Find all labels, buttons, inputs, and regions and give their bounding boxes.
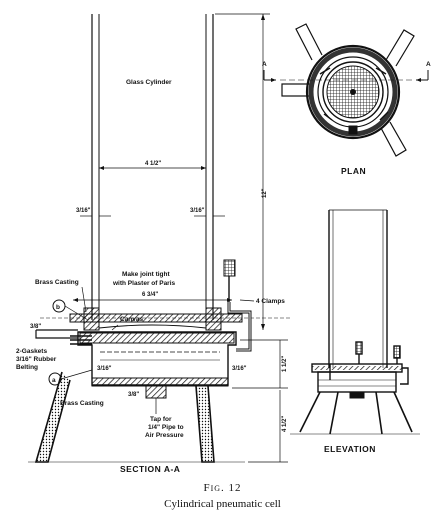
elevation-legs [290, 391, 420, 435]
elevation-view-title: ELEVATION [324, 444, 376, 454]
elevation-clamps [329, 341, 409, 385]
wall-left-value: 3/16" [76, 208, 91, 214]
plan-clamp-arms [281, 23, 415, 157]
marker-a-label: a [52, 377, 56, 384]
canvas-layer [98, 324, 207, 329]
tap-label-2: 1/4" Pipe to [148, 424, 184, 431]
section-view [28, 13, 290, 463]
gaskets-label-2: 3/16" Rubber [16, 356, 57, 363]
tap-label-1: Tap for [150, 416, 172, 423]
section-line [263, 70, 429, 82]
left-bracket [35, 329, 78, 339]
canvas-label: Canvas [120, 316, 144, 323]
plan-view-title: PLAN [341, 166, 366, 176]
base-height-value: 1 1/2" [282, 356, 288, 372]
glass-cylinder-label: Glass Cylinder [126, 79, 172, 86]
wall-right-value: 3/16" [190, 208, 205, 214]
height-dimension [215, 13, 270, 330]
plan-clamp-screws [319, 67, 389, 121]
lower-housing [77, 331, 237, 399]
flange-left-value: 3/16" [97, 366, 112, 372]
clamps-label: 4 Clamps [256, 298, 285, 305]
marker-b-label: b [56, 304, 60, 311]
leg-height-value: 4 1/2" [282, 416, 288, 432]
stand-legs [28, 371, 245, 463]
rim-small-value: 3/8" [30, 324, 41, 330]
figure-number: Fig. 12 [203, 482, 242, 494]
gaskets-label-1: 2-Gaskets [16, 348, 47, 355]
inner-diameter-value: 4 1/2" [145, 161, 161, 167]
brass-casting-bottom-label: Brass Casting [60, 400, 104, 407]
elevation-view [290, 209, 420, 435]
gaskets-label-3: Belting [16, 364, 38, 371]
inner-diameter-dimension [99, 166, 206, 170]
tap-label-3: Air Pressure [145, 432, 184, 439]
rubber-gaskets [70, 335, 92, 345]
brass-casting-top-label: Brass Casting [35, 279, 79, 286]
make-joint-label-1: Make joint tight [122, 271, 171, 278]
elevation-cylinder [328, 209, 388, 368]
outer-diameter-dimension [73, 298, 232, 302]
section-view-title: SECTION A-A [120, 464, 180, 474]
figure-caption: Cylindrical pneumatic cell [164, 498, 281, 510]
make-joint-label-2: with Plaster of Paris [112, 280, 176, 287]
plan-view [263, 23, 429, 157]
plan-outer-ring [305, 44, 401, 140]
glass-cylinder [91, 14, 214, 320]
height-value: 12" [262, 188, 268, 198]
base-height-dimension [232, 339, 288, 463]
top-brass-casting [40, 307, 290, 331]
flange-right-value: 3/16" [232, 366, 247, 372]
elevation-base [311, 363, 403, 399]
bottom-small-value: 3/8" [128, 392, 139, 398]
outer-diameter-value: 6 3/4" [142, 292, 158, 298]
section-mark-right: A [426, 61, 431, 68]
section-mark-left: A [262, 61, 267, 68]
clamp [223, 259, 252, 352]
